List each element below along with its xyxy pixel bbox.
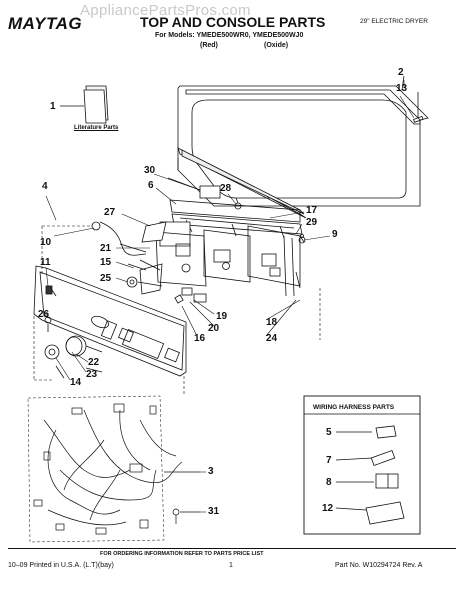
variant-oxide: (Oxide) <box>264 42 289 49</box>
page-number: 1 <box>229 562 233 569</box>
callout-3: 3 <box>208 466 214 477</box>
harness-box-title: WIRING HARNESS PARTS <box>313 404 395 411</box>
callout-16: 16 <box>194 333 206 344</box>
page-subtitle: 29" ELECTRIC DRYER <box>360 18 428 25</box>
callout-30: 30 <box>144 165 156 176</box>
footer-divider <box>8 548 456 549</box>
callout-5: 5 <box>326 427 332 438</box>
callout-19: 19 <box>216 311 228 322</box>
callout-20: 20 <box>208 323 220 334</box>
callout-23: 23 <box>86 369 98 380</box>
callout-9: 9 <box>332 229 338 240</box>
print-info: 10–09 Printed in U.S.A. (L.T)(bay) <box>8 562 114 569</box>
callout-18: 18 <box>266 317 278 328</box>
callout-10: 10 <box>40 237 52 248</box>
watermark: AppliancePartsPros.com <box>80 2 251 19</box>
callout-13: 13 <box>396 83 408 94</box>
callout-12: 12 <box>322 503 334 514</box>
literature-booklet <box>60 85 109 124</box>
console-panel <box>33 265 187 377</box>
callout-25: 25 <box>100 273 112 284</box>
page-title: TOP AND CONSOLE PARTS <box>140 14 326 30</box>
literature-parts-label: Literature Parts <box>74 125 119 131</box>
callout-8: 8 <box>326 477 332 488</box>
callout-7: 7 <box>326 455 332 466</box>
callout-31: 31 <box>208 506 220 517</box>
callout-28: 28 <box>220 183 232 194</box>
callout-4: 4 <box>42 181 48 192</box>
ordering-note: FOR ORDERING INFORMATION REFER TO PARTS … <box>100 551 264 557</box>
wiring-harness <box>27 395 200 543</box>
callout-26: 26 <box>38 309 50 320</box>
callout-11: 11 <box>40 257 51 268</box>
callout-22: 22 <box>88 357 100 368</box>
callout-6: 6 <box>148 180 154 191</box>
callout-29: 29 <box>306 217 318 228</box>
console-frame <box>91 177 306 304</box>
callout-14: 14 <box>70 377 82 388</box>
callout-21: 21 <box>100 243 112 254</box>
harness-parts-box-art <box>303 395 421 535</box>
models-line: For Models: YMEDE500WR0, YMEDE500WJ0 <box>155 32 304 39</box>
callout-15: 15 <box>100 257 112 268</box>
dryer-top-panel <box>177 75 429 219</box>
callout-27: 27 <box>104 207 116 218</box>
variant-red: (Red) <box>200 42 218 49</box>
callout-17: 17 <box>306 205 318 216</box>
part-number: Part No. W10294724 Rev. A <box>335 562 423 569</box>
callout-1: 1 <box>50 101 56 112</box>
callout-2: 2 <box>398 67 404 78</box>
callout-24: 24 <box>266 333 278 344</box>
brand-logo: MAYTAG <box>8 14 83 33</box>
